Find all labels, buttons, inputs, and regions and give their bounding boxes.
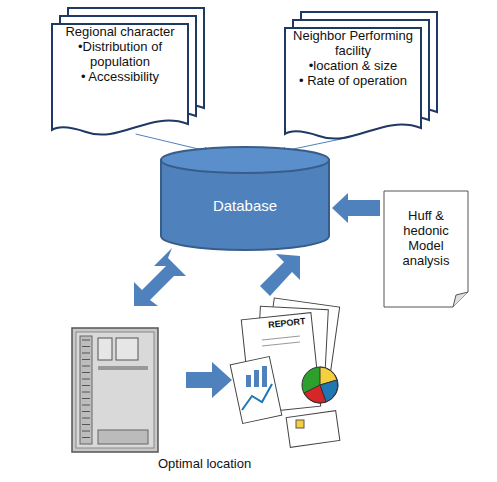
document-page xyxy=(285,28,421,139)
text-area: Regional character•Distribution of popul… xyxy=(52,24,188,120)
text-area: Neighbor Performing facility•location & … xyxy=(285,28,421,124)
node-text: •location & size xyxy=(309,58,397,73)
database-cylinder: Database xyxy=(160,146,330,250)
document-page xyxy=(52,24,188,135)
node-text: Database xyxy=(213,197,277,214)
text-area: Huff & hedonic Model analysis xyxy=(387,208,465,296)
block-arrow xyxy=(260,254,300,296)
block-arrow xyxy=(134,248,186,306)
document-stack: Regional character•Distribution of popul… xyxy=(52,6,204,138)
node-text: • Accessibility xyxy=(81,69,159,84)
node-text: Regional character xyxy=(65,24,174,39)
block-arrow xyxy=(186,362,232,398)
report-icon xyxy=(230,298,340,447)
block-arrow xyxy=(332,193,380,223)
caption-label: Optimal location xyxy=(158,456,251,471)
note-fold xyxy=(453,292,468,307)
node-text: •Distribution of population xyxy=(55,39,185,69)
node-text: Huff & hedonic Model analysis xyxy=(390,208,462,268)
text-area: Database xyxy=(160,174,330,236)
server-icon xyxy=(72,328,158,452)
document-stack: Neighbor Performing facility•location & … xyxy=(285,10,437,142)
node-text: Neighbor Performing facility xyxy=(288,28,418,58)
report-title: REPORT xyxy=(268,316,306,330)
cylinder-top xyxy=(161,147,329,173)
node-text: • Rate of operation xyxy=(299,73,407,88)
note-document: Huff & hedonic Model analysis xyxy=(383,190,469,308)
note-page xyxy=(384,191,468,307)
